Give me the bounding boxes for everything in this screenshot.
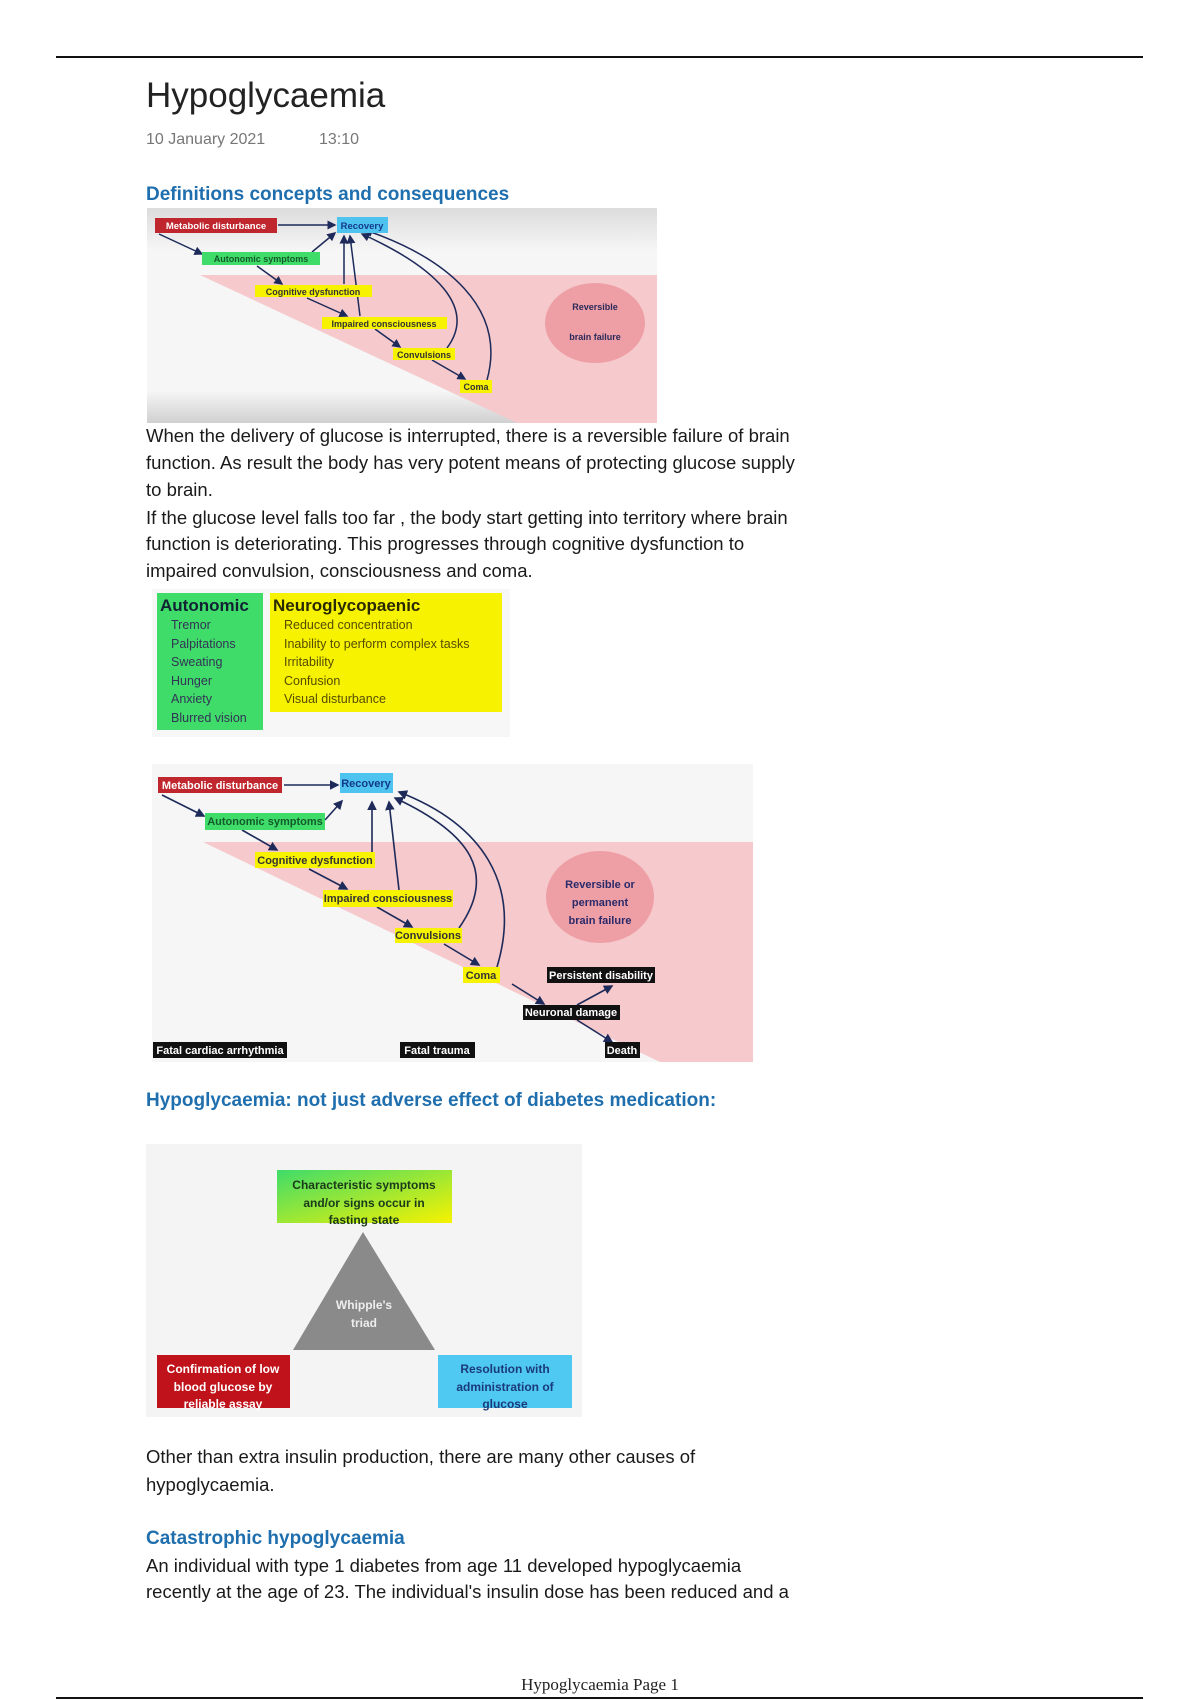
- triad-center-label: Whipple's: [336, 1298, 393, 1312]
- node-death: Death: [605, 1042, 640, 1058]
- triad-left-label: blood glucose by: [174, 1380, 273, 1394]
- top-rule: [56, 56, 1143, 58]
- node-fatal-trauma: Fatal trauma: [400, 1042, 475, 1058]
- triad-center-label: triad: [351, 1316, 377, 1330]
- page-footer: Hypoglycaemia Page 1: [521, 1675, 679, 1694]
- node-impaired: Impaired consciousness: [323, 890, 453, 907]
- triad-triangle: [293, 1232, 435, 1350]
- svg-text:Cognitive dysfunction: Cognitive dysfunction: [257, 855, 373, 867]
- symptom-item: Confusion: [284, 673, 341, 688]
- node-cognitive: Cognitive dysfunction: [255, 852, 375, 868]
- node-autonomic: Autonomic symptoms: [202, 252, 320, 265]
- symptom-item: Tremor: [171, 618, 211, 632]
- node-recovery: Recovery: [337, 217, 388, 233]
- symptom-item: Anxiety: [171, 692, 212, 707]
- heading-definitions: Definitions concepts and consequences: [146, 184, 510, 205]
- triad-left-label: Confirmation of low: [167, 1362, 280, 1376]
- symptom-item: Sweating: [171, 655, 223, 670]
- svg-text:Neuronal damage: Neuronal damage: [525, 1007, 617, 1019]
- symptom-item: Blurred vision: [171, 710, 247, 725]
- cloud-shape: [546, 851, 654, 943]
- cloud-label: Reversible: [572, 302, 618, 312]
- consequences-diagram: Metabolic disturbance Recovery Autonomic…: [147, 208, 657, 423]
- autonomic-title: Autonomic: [160, 596, 249, 615]
- svg-text:Recovery: Recovery: [341, 221, 384, 232]
- heading-not-just-medication: Hypoglycaemia: not just adverse effect o…: [146, 1090, 717, 1111]
- svg-text:Autonomic symptoms: Autonomic symptoms: [214, 254, 309, 264]
- paragraph-line: to brain.: [146, 479, 213, 500]
- whipples-triad-diagram: Characteristic symptoms and/or signs occ…: [146, 1144, 582, 1417]
- svg-text:Autonomic symptoms: Autonomic symptoms: [207, 816, 323, 828]
- symptom-item: Palpitations: [171, 636, 236, 651]
- paragraph-line: If the glucose level falls too far , the…: [146, 507, 788, 528]
- node-persistent-disability: Persistent disability: [547, 967, 655, 983]
- paragraph-line: Other than extra insulin production, the…: [146, 1446, 696, 1467]
- heading-catastrophic: Catastrophic hypoglycaemia: [146, 1528, 405, 1549]
- symptom-item: Inability to perform complex tasks: [284, 636, 470, 651]
- svg-text:Recovery: Recovery: [341, 778, 391, 790]
- svg-text:Metabolic disturbance: Metabolic disturbance: [166, 221, 266, 232]
- symptoms-table: Autonomic Tremor Palpitations Sweating H…: [152, 589, 510, 737]
- cloud-label: brain failure: [569, 332, 621, 342]
- svg-text:Convulsions: Convulsions: [395, 930, 461, 942]
- node-coma: Coma: [460, 380, 492, 393]
- svg-text:Death: Death: [607, 1045, 638, 1057]
- paragraph-line: impaired convulsion, consciousness and c…: [146, 560, 533, 581]
- paragraph-line: An individual with type 1 diabetes from …: [146, 1555, 742, 1576]
- node-neuronal-damage: Neuronal damage: [523, 1005, 620, 1020]
- svg-text:Persistent disability: Persistent disability: [549, 970, 654, 982]
- triad-left-label: reliable assay: [184, 1397, 263, 1411]
- node-fatal-cardiac: Fatal cardiac arrhythmia: [153, 1042, 287, 1058]
- triad-right-label: Resolution with: [460, 1362, 549, 1376]
- page-title: Hypoglycaemia: [146, 76, 386, 115]
- triad-right-label: administration of: [456, 1380, 554, 1394]
- node-impaired: Impaired consciousness: [322, 317, 447, 329]
- symptom-item: Reduced concentration: [284, 618, 413, 632]
- page-date: 10 January 2021: [146, 131, 266, 148]
- symptom-item: Visual disturbance: [284, 692, 386, 707]
- triad-top-label: fasting state: [329, 1213, 400, 1227]
- symptom-item: Irritability: [284, 655, 335, 670]
- node-metabolic: Metabolic disturbance: [158, 777, 282, 793]
- triad-right-label: glucose: [482, 1397, 528, 1411]
- symptom-item: Hunger: [171, 673, 212, 688]
- cloud-label: brain failure: [569, 915, 632, 927]
- bottom-rule: [56, 1697, 1143, 1699]
- neuroglycopaenic-title: Neuroglycopaenic: [273, 596, 421, 615]
- triad-top-label: Characteristic symptoms: [292, 1178, 436, 1192]
- svg-text:Cognitive dysfunction: Cognitive dysfunction: [266, 287, 361, 297]
- svg-text:Impaired consciousness: Impaired consciousness: [331, 319, 436, 329]
- svg-text:Impaired consciousness: Impaired consciousness: [324, 893, 452, 905]
- node-coma: Coma: [463, 967, 500, 983]
- node-recovery: Recovery: [340, 773, 393, 793]
- svg-text:Coma: Coma: [463, 382, 489, 392]
- svg-text:Convulsions: Convulsions: [397, 350, 451, 360]
- cloud-label: permanent: [572, 897, 629, 909]
- node-convulsions: Convulsions: [393, 348, 455, 360]
- svg-text:Coma: Coma: [466, 970, 497, 982]
- neuroglycopaenic-column: Neuroglycopaenic Reduced concentration I…: [270, 593, 502, 712]
- node-autonomic: Autonomic symptoms: [205, 813, 325, 830]
- node-cognitive: Cognitive dysfunction: [255, 285, 372, 297]
- cloud-label: Reversible or: [565, 879, 635, 891]
- paragraph-line: When the delivery of glucose is interrup…: [146, 425, 790, 446]
- paragraph-line: recently at the age of 23. The individua…: [146, 1581, 789, 1602]
- autonomic-column: Autonomic Tremor Palpitations Sweating H…: [157, 593, 263, 730]
- page-time: 13:10: [319, 131, 360, 148]
- node-metabolic: Metabolic disturbance: [155, 218, 277, 233]
- node-convulsions: Convulsions: [395, 928, 462, 943]
- svg-text:Fatal trauma: Fatal trauma: [404, 1045, 470, 1057]
- svg-text:Fatal cardiac arrhythmia: Fatal cardiac arrhythmia: [156, 1045, 284, 1057]
- cloud-shape: [545, 283, 645, 363]
- paragraph-line: function is deteriorating. This progress…: [146, 533, 745, 554]
- paragraph-line: hypoglycaemia.: [146, 1474, 275, 1495]
- consequences-diagram-extended: Metabolic disturbance Recovery Autonomic…: [152, 764, 753, 1062]
- svg-text:Metabolic disturbance: Metabolic disturbance: [162, 780, 278, 792]
- paragraph-line: function. As result the body has very po…: [146, 452, 795, 473]
- triad-top-label: and/or signs occur in: [303, 1196, 424, 1210]
